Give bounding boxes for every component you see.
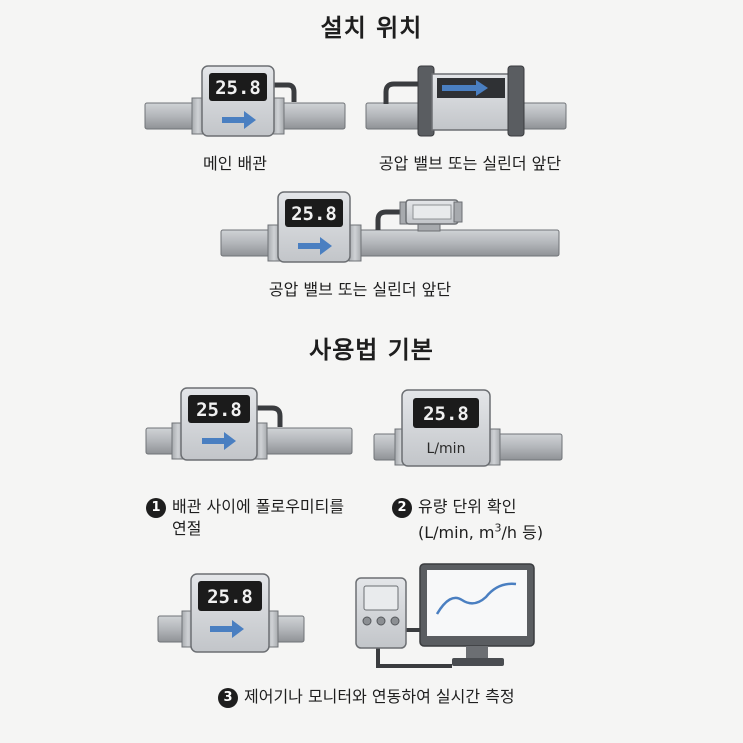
unit-examples-post: /h 등) (501, 523, 544, 543)
usage-step2-figure: 25.8 L/min (373, 389, 563, 467)
install-meter-cylinder-figure: 25.8 (220, 191, 560, 263)
step-3: 3 제어기나 모니터와 연동하여 실시간 측정 (218, 686, 515, 708)
flow-arrow (442, 80, 488, 96)
lcd-screen (188, 395, 250, 423)
flow-arrow (210, 620, 244, 638)
unit-examples-pre: (L/min, m (418, 523, 495, 543)
step-text: 배관 사이에 폴로우미티를 (172, 497, 345, 516)
air-hose (383, 81, 432, 104)
cylinder-end-cap (507, 65, 525, 137)
unit-label: L/min (427, 441, 466, 457)
caption-main-pipe: 메인 배관 (203, 154, 267, 173)
lcd-reading: 25.8 (291, 203, 337, 225)
sensor-cable (272, 82, 297, 102)
step-text: 제어기나 모니터와 연동하여 실시간 측정 (244, 687, 515, 706)
lcd-screen (413, 398, 479, 428)
step-number: 3 (218, 688, 238, 708)
lcd-reading: 25.8 (423, 403, 469, 425)
flow-arrow (222, 111, 256, 129)
lcd-reading: 25.8 (215, 77, 261, 99)
step-1: 1 배관 사이에 폴로우미티를 연절 (146, 496, 344, 540)
lcd-screen (209, 73, 267, 101)
unit-superscript: 3 (494, 522, 502, 535)
caption-valve-front-2: 공압 밸브 또는 실린더 앞단 (268, 280, 452, 299)
install-title: 설치 위치 (320, 14, 423, 42)
usage-step1-figure: 25.8 (145, 387, 353, 461)
install-valve-front-figure (365, 65, 567, 137)
signal-cable (376, 648, 452, 668)
monitor-stand (452, 658, 504, 666)
install-main-pipe-figure: 25.8 (144, 65, 346, 137)
lcd-reading: 25.8 (196, 399, 242, 421)
controller-screen (363, 585, 399, 611)
air-hose (375, 209, 404, 230)
step-text: 유량 단위 확인 (418, 497, 517, 516)
step-text-line2: (L/min, m3/h 등) (392, 522, 544, 543)
caption-valve-front-1: 공압 밸브 또는 실린더 앞단 (378, 154, 562, 173)
usage-title: 사용법 기본 (309, 336, 434, 364)
trend-line (435, 582, 517, 615)
sensor-cable (255, 405, 283, 427)
flow-arrow (202, 432, 236, 450)
usage-step3-figure: 25.8 (157, 563, 535, 668)
step-2: 2 유량 단위 확인 (L/min, m3/h 등) (392, 496, 543, 544)
step-text-line2: 연절 (172, 519, 202, 538)
lcd-reading: 25.8 (207, 586, 253, 608)
lcd-screen (198, 581, 262, 611)
step-number: 1 (146, 498, 166, 518)
flow-arrow (298, 237, 332, 255)
step-number: 2 (392, 498, 412, 518)
lcd-screen (285, 199, 343, 227)
